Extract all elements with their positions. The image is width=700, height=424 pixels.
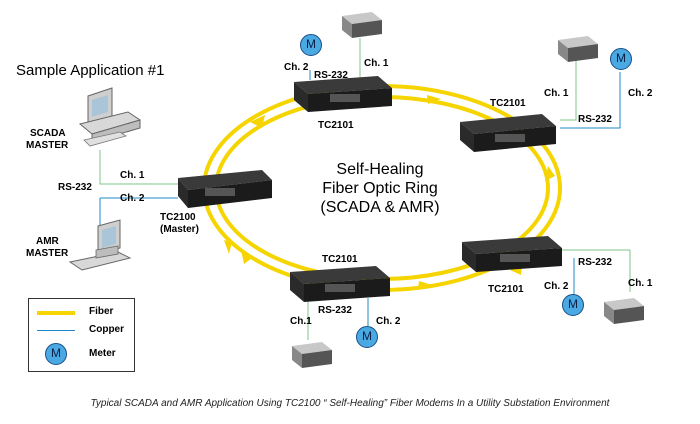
top-right-model-label: TC2101 [490, 98, 526, 109]
ring-title-line-1: Self-Healing [336, 161, 424, 178]
top-right-rs232-label: RS-232 [578, 114, 612, 125]
top-right-ch2-label: Ch. 2 [628, 88, 653, 99]
legend: Fiber Copper M Meter [28, 298, 135, 372]
copper-lines [99, 38, 631, 340]
top-ch1-label: Ch. 1 [364, 58, 389, 69]
ring-arrows [224, 95, 555, 290]
legend-copper-swatch [37, 330, 75, 331]
bottom-left-rs232-label: RS-232 [318, 305, 352, 316]
top-right-ch1-label: Ch. 1 [544, 88, 569, 99]
meter-top-icon: M [300, 34, 322, 56]
scada-master-label-2: MASTER [26, 140, 69, 151]
top-rs232-label: RS-232 [314, 70, 348, 81]
legend-meter-label: Meter [89, 348, 116, 359]
legend-fiber-label: Fiber [89, 306, 114, 317]
scada-master-label-1: SCADA [30, 128, 66, 139]
scada-computer-icon [78, 87, 142, 147]
master-ch1-label: Ch. 1 [120, 170, 145, 181]
remote-modem-top [294, 76, 392, 112]
bottom-right-ch1-label: Ch. 1 [628, 278, 653, 289]
amr-computer-icon [68, 219, 132, 271]
ring-title-line-2: Fiber Optic Ring [322, 180, 438, 197]
bottom-right-rs232-label: RS-232 [578, 257, 612, 268]
master-rs232-label: RS-232 [58, 182, 92, 193]
bottom-left-model-label: TC2101 [322, 254, 358, 265]
top-model-label: TC2101 [318, 120, 354, 131]
field-device-top-right [558, 36, 598, 62]
ring-title-line-3: (SCADA & AMR) [320, 199, 440, 216]
legend-meter-icon: M [45, 343, 67, 365]
remote-modem-top-right [460, 114, 556, 152]
amr-master-label-1: AMR [36, 236, 59, 247]
master-role-label: (Master) [160, 224, 199, 235]
meter-top-right-icon: M [610, 48, 632, 70]
top-ch2-label: Ch. 2 [284, 62, 309, 73]
legend-fiber-swatch [37, 311, 75, 315]
remote-modem-bottom-right [462, 236, 562, 272]
master-modem-device [178, 170, 272, 208]
master-ch2-label: Ch. 2 [120, 193, 145, 204]
meter-bottom-left-icon: M [356, 326, 378, 348]
figure-caption: Typical SCADA and AMR Application Using … [90, 398, 610, 409]
legend-copper-label: Copper [89, 324, 124, 335]
ring-title: Self-Healing Fiber Optic Ring (SCADA & A… [300, 160, 460, 217]
field-device-bottom-right [604, 298, 644, 324]
field-device-top [342, 12, 382, 38]
bottom-left-ch1-label: Ch.1 [290, 316, 312, 327]
bottom-right-ch2-label: Ch. 2 [544, 281, 569, 292]
application-title: Sample Application #1 [16, 62, 165, 79]
field-device-bottom-left [292, 342, 332, 368]
bottom-right-model-label: TC2101 [488, 284, 524, 295]
amr-master-label-2: MASTER [26, 248, 69, 259]
master-model-label: TC2100 [160, 212, 196, 223]
bottom-left-ch2-label: Ch. 2 [376, 316, 401, 327]
meter-bottom-right-icon: M [562, 294, 584, 316]
remote-modem-bottom-left [290, 266, 390, 302]
